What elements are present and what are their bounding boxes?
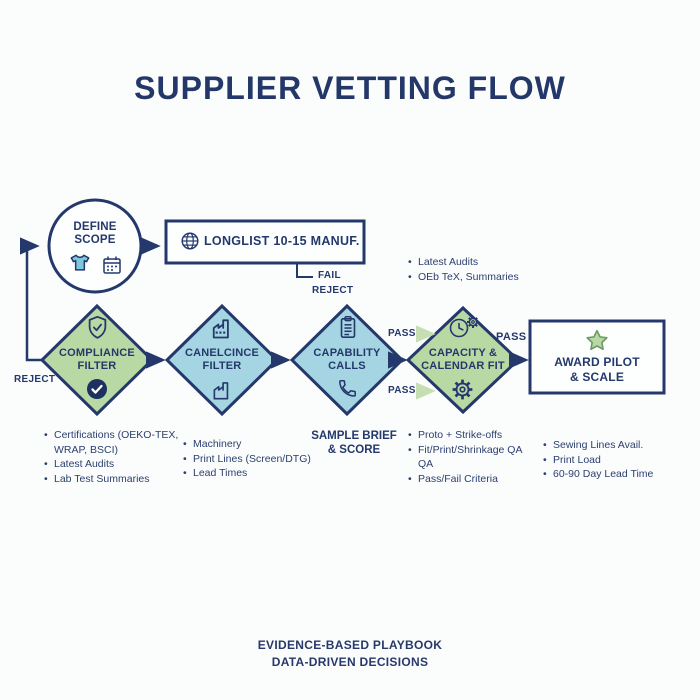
check-circle-icon — [87, 379, 107, 399]
list-item: Proto + Strike-offs — [408, 428, 528, 443]
tshirt-icon — [70, 254, 89, 271]
globe-icon-wrap — [179, 230, 201, 252]
factory-icon — [212, 319, 229, 339]
award-pilot-label: AWARD PILOT & SCALE — [554, 355, 640, 384]
pass-label-final: PASS — [496, 331, 527, 343]
machinery-notes: Machinery Print Lines (Screen/DTG) Lead … — [183, 437, 333, 481]
list-item: Print Load — [543, 453, 693, 468]
clipboard-icon — [340, 315, 356, 339]
factory-icon — [213, 382, 229, 400]
shield-check-icon — [88, 315, 107, 339]
star-icon-wrap — [584, 328, 610, 354]
globe-icon — [181, 232, 199, 250]
list-item: Fit/Print/Shrinkage QA QA — [408, 443, 528, 472]
sample-brief-caption: SAMPLE BRIEF & SCORE — [311, 430, 397, 456]
list-item: Latest Audits — [44, 457, 184, 472]
list-item: 60-90 Day Lead Time — [543, 467, 693, 482]
clipboard-icon-wrap — [335, 314, 361, 341]
check-circle-icon-wrap — [85, 377, 109, 401]
capability-calls-diamond — [289, 303, 405, 417]
shield-check-icon-wrap — [84, 314, 111, 341]
longlist-node — [164, 219, 366, 265]
list-item: Lead Times — [183, 466, 333, 481]
list-item: Sewing Lines Avail. — [543, 438, 693, 453]
page-title: SUPPLIER VETTING FLOW — [134, 70, 566, 106]
list-item: OEb TeX, Summaries — [408, 270, 558, 285]
capability-calls-label: CAPABILITY CALLS — [313, 347, 381, 372]
define-scope-label: DEFINE SCOPE — [73, 221, 117, 246]
factory-top-icon-wrap — [209, 315, 235, 341]
clock-gear-icon-wrap — [446, 315, 480, 341]
list-item: Pass/Fail Criteria — [408, 472, 528, 487]
clock-gear-icon — [449, 316, 479, 338]
calendar-icon — [102, 256, 121, 274]
reject-loop-connector — [19, 237, 42, 362]
phone-icon-wrap — [336, 377, 359, 400]
gear-icon-wrap — [450, 377, 475, 402]
list-item: Machinery — [183, 437, 333, 452]
list-item: Lab Test Summaries — [44, 472, 184, 487]
compliance-notes: Certifications (OEKO-TEX, WRAP, BSCI) La… — [44, 428, 184, 486]
list-item: Print Lines (Screen/DTG) — [183, 452, 333, 467]
award-notes: Sewing Lines Avail. Print Load 60-90 Day… — [543, 438, 693, 482]
compliance-filter-diamond — [39, 303, 155, 417]
pass-label-upper: PASS — [388, 328, 416, 339]
list-item: Certifications (OEKO-TEX, WRAP, BSCI) — [44, 428, 184, 457]
top-right-notes: Latest Audits OEb TeX, Summaries — [408, 255, 558, 284]
reject-label-top: REJECT — [312, 285, 354, 296]
canelcince-filter-label: CANELCINCE FILTER — [184, 347, 260, 372]
canelcince-filter-diamond — [164, 303, 280, 417]
factory-bottom-icon-wrap — [210, 378, 234, 402]
compliance-filter-label: COMPLIANCE FILTER — [59, 347, 135, 372]
list-item: Latest Audits — [408, 255, 558, 270]
fail-connector — [296, 263, 313, 278]
footer-tagline: EVIDENCE-BASED PLAYBOOK DATA-DRIVEN DECI… — [257, 638, 443, 669]
longlist-label: LONGLIST 10-15 MANUF. — [204, 234, 360, 248]
define-scope-icons — [58, 252, 132, 278]
capacity-calendar-label: CAPACITY & CALENDAR FIT — [421, 347, 505, 372]
gear-icon — [452, 379, 473, 400]
capacity-notes: Proto + Strike-offs Fit/Print/Shrinkage … — [408, 428, 528, 486]
star-icon — [586, 329, 608, 351]
fail-label: FAIL — [318, 270, 341, 281]
phone-icon — [339, 379, 356, 397]
pass-label-lower: PASS — [388, 385, 416, 396]
reject-label-left: REJECT — [14, 374, 56, 385]
